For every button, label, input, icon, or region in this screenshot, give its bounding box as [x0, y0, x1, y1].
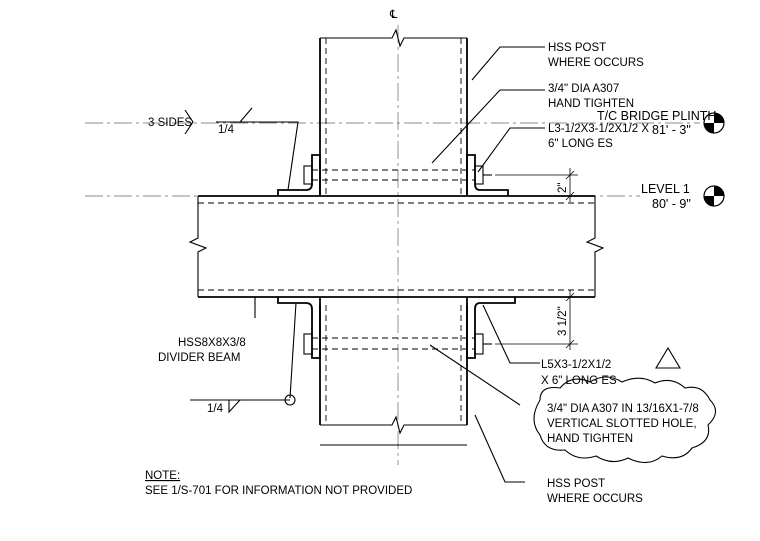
label-hss-post-bottom-2: WHERE OCCURS [547, 493, 643, 505]
label-plinth-name: T/C BRIDGE PLINTH [597, 109, 716, 123]
label-divider-beam-1: HSS8X8X3/8 [178, 337, 246, 349]
dim-top-value: 2" [557, 183, 569, 193]
label-divider-beam-2: DIVIDER BEAM [158, 352, 240, 364]
label-bolt-top-1: 3/4" DIA A307 [548, 83, 619, 95]
top-angles [277, 154, 509, 196]
label-bolt-bottom-3: HAND TIGHTEN [547, 433, 633, 445]
label-hss-post-bottom-1: HSS POST [547, 478, 605, 490]
dimension-top [495, 168, 578, 202]
label-level1-name: LEVEL 1 [641, 182, 690, 196]
note-text: SEE 1/S-701 FOR INFORMATION NOT PROVIDED [145, 485, 412, 497]
hss-divider-beam [188, 195, 605, 298]
label-bolt-bottom-1: 3/4" DIA A307 IN 13/16X1-7/8 [547, 403, 699, 415]
label-angle-bottom-1: L5X3-1/2X1/2 [541, 359, 611, 371]
label-weld-bottom-size: 1/4 [207, 403, 224, 415]
label-angle-top-2: 6" LONG ES [548, 138, 613, 150]
label-weld-sides: 3 SIDES [148, 117, 192, 129]
label-angle-bottom-2: X 6" LONG ES [541, 375, 617, 387]
note-title: NOTE: [145, 470, 180, 482]
revision-triangle-icon [655, 346, 681, 369]
level-marker-icon [703, 112, 725, 207]
dimension-bottom [495, 290, 578, 350]
label-hss-post-top-2: WHERE OCCURS [548, 57, 644, 69]
dim-bottom-value: 3 1/2" [557, 306, 569, 336]
label-hss-post-top-1: HSS POST [548, 42, 606, 54]
leaders [190, 46, 545, 483]
hss-post-top [319, 28, 468, 196]
label-level1-elev: 80' - 9" [652, 197, 691, 211]
bottom-angles [277, 297, 516, 359]
label-bolt-bottom-2: VERTICAL SLOTTED HOLE, [547, 418, 697, 430]
hss-post-bottom [319, 305, 468, 446]
label-plinth-elev: 81' - 3" [652, 123, 691, 137]
label-bolt-top-2: HAND TIGHTEN [548, 98, 634, 110]
label-angle-top-1: L3-1/2X3-1/2X1/2 X [548, 123, 649, 135]
centerline-symbol: ℄ [389, 9, 398, 21]
revision-cloud-icon [533, 376, 717, 464]
weld-symbol-icon [184, 107, 253, 414]
label-weld-top-size: 1/4 [218, 124, 235, 136]
